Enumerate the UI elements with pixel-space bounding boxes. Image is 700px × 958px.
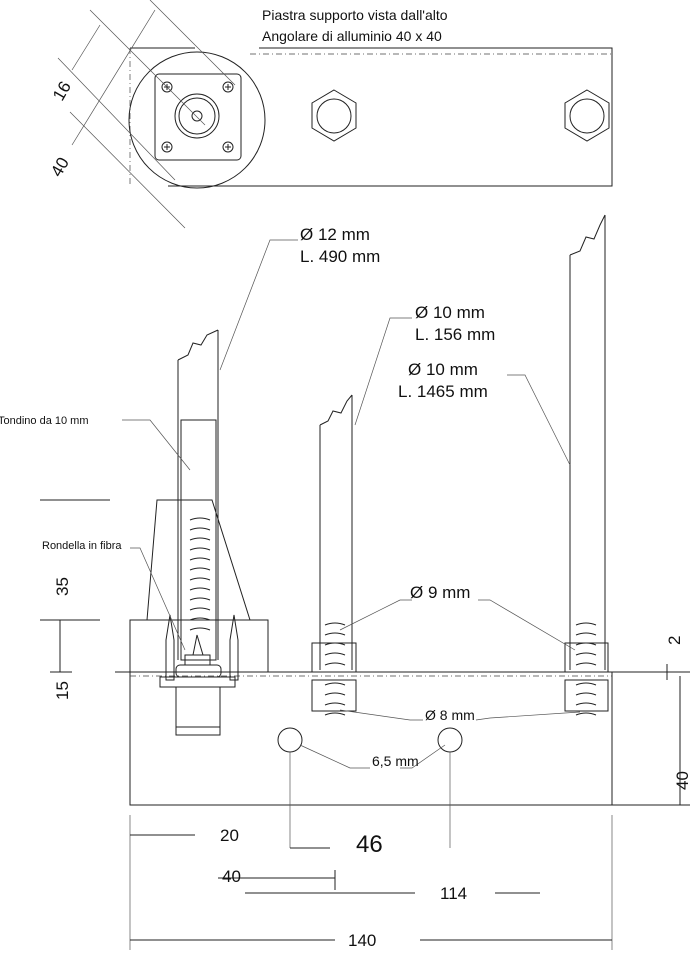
- mount-hole-2: [437, 727, 463, 753]
- top-view-title: Piastra supporto vista dall'alto: [262, 7, 448, 23]
- dim-114-label: 114: [440, 884, 467, 903]
- tondino-label: Tondino da 10 mm: [0, 415, 89, 427]
- dim-2-label: 2: [665, 636, 684, 645]
- dim-40-right-label: 40: [673, 771, 692, 790]
- diagonal-dimension-lines: [57, 0, 236, 229]
- rod-left-12mm: [177, 329, 219, 660]
- thread-8mm-label: Ø 8 mm: [425, 707, 475, 723]
- rondella-label: Rondella in fibra: [42, 540, 122, 552]
- connector-pin: [191, 110, 203, 122]
- nut-right-top: [564, 642, 609, 673]
- rod-right-10mm: [569, 214, 606, 670]
- rod-middle-10mm: [319, 394, 353, 670]
- dim-35-label: 35: [53, 577, 72, 596]
- rod-right-diameter: Ø 10 mm: [408, 360, 478, 379]
- nut-middle-top: [311, 642, 357, 673]
- rod-left-length: L. 490 mm: [300, 247, 380, 266]
- thread-right: [575, 622, 597, 716]
- rod-left-diameter: Ø 12 mm: [300, 225, 370, 244]
- hole-diameter-label: 6,5 mm: [372, 753, 419, 769]
- bottom-dimension-lines: [129, 752, 613, 950]
- thread-middle: [324, 622, 346, 716]
- dim-15-label: 15: [53, 681, 72, 700]
- tondino-rod: [180, 419, 217, 661]
- mount-hole-1: [277, 727, 303, 753]
- connector-body: [174, 93, 220, 139]
- top-view-subtitle: Angolare di alluminio 40 x 40: [262, 28, 442, 44]
- nut-middle-bottom: [311, 679, 357, 712]
- mount-disc: [128, 51, 266, 189]
- base-plate: [129, 620, 613, 806]
- connector-flange: [154, 73, 242, 161]
- so239-connector: [159, 614, 239, 736]
- dim-16-label: 16: [49, 78, 75, 104]
- rod-middle-length: L. 156 mm: [415, 325, 495, 344]
- aluminium-angle-plate: [168, 47, 613, 187]
- dim-40-label: 40: [47, 154, 73, 180]
- hex-nut-2: [564, 89, 610, 142]
- dim-40-bottom-label: 40: [222, 867, 241, 886]
- side-view: Ø 12 mm L. 490 mm Ø 10 mm L. 156 mm Ø 10…: [0, 214, 692, 950]
- dim-140-label: 140: [348, 931, 376, 950]
- thread-left: [189, 517, 211, 631]
- nut-right-bottom: [564, 679, 609, 712]
- top-view: Piastra supporto vista dall'alto Angolar…: [47, 0, 613, 229]
- rod-right-length: L. 1465 mm: [398, 382, 488, 401]
- connector-ring: [178, 97, 216, 135]
- leader-lines: [122, 239, 581, 769]
- thread-9mm-label: Ø 9 mm: [410, 583, 470, 602]
- insulator-cone: [146, 499, 251, 621]
- hex-nut-1: [311, 89, 357, 142]
- dim-46-label: 46: [356, 831, 383, 858]
- rod-middle-diameter: Ø 10 mm: [415, 303, 485, 322]
- dim-20-label: 20: [220, 826, 239, 845]
